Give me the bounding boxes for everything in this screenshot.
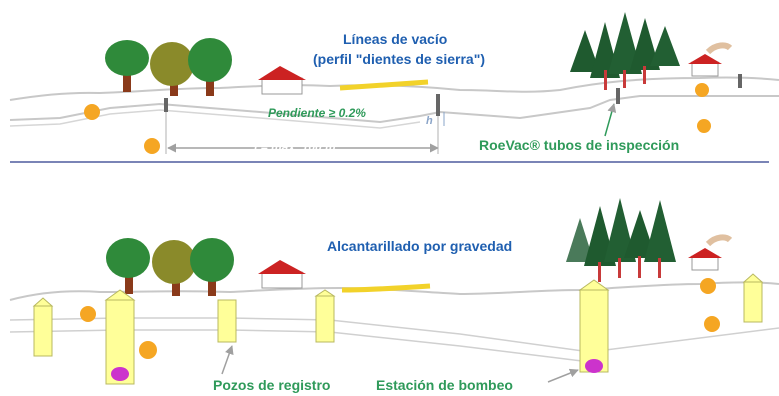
tree-icon xyxy=(152,240,196,284)
stone-icon xyxy=(80,306,96,322)
manholes-label: Pozos de registro xyxy=(213,377,331,393)
inspection-pipe xyxy=(436,94,440,116)
slope-label: Pendiente ≥ 0.2% xyxy=(268,106,366,120)
tree-icon xyxy=(106,238,150,278)
pump-icon xyxy=(111,367,129,381)
house-icon xyxy=(688,234,733,271)
inspection-tubes-label: RoeVac® tubos de inspección xyxy=(479,137,680,153)
pump-pointer xyxy=(547,368,579,383)
inspection-pipe xyxy=(616,88,620,104)
inspection-pipe xyxy=(738,74,742,88)
inspection-pipe xyxy=(164,98,168,112)
vacuum-lines-subtitle: (perfil "dientes de sierra") xyxy=(313,51,485,67)
tree-icon xyxy=(105,40,149,76)
house-icon xyxy=(688,42,733,77)
house-icon xyxy=(258,66,306,95)
stone-icon xyxy=(697,119,711,133)
gravity-pipe-lower xyxy=(9,329,591,363)
stone-icon xyxy=(704,316,720,332)
manhole-icon xyxy=(32,297,54,357)
stone-icon xyxy=(695,83,709,97)
top-panel xyxy=(9,12,779,154)
tree-icon xyxy=(190,238,234,282)
vacuum-lines-title: Líneas de vacío xyxy=(343,31,448,47)
house-icon xyxy=(258,260,306,289)
manhole-icon xyxy=(217,299,237,343)
pump-station-label: Estación de bombeo xyxy=(376,377,513,393)
stone-icon xyxy=(84,104,100,120)
inspection-pointer xyxy=(604,103,617,137)
manholes-pointer xyxy=(221,345,234,375)
road-segment xyxy=(341,283,431,293)
length-label: l = max. 100 m xyxy=(254,140,336,154)
gravity-sewer-title: Alcantarillado por gravedad xyxy=(327,238,513,254)
stone-icon xyxy=(700,278,716,294)
road-segment xyxy=(339,79,429,91)
bottom-panel xyxy=(9,198,779,385)
pump-station-icon xyxy=(104,289,136,385)
tree-group-top-left xyxy=(105,38,232,96)
tree-icon xyxy=(188,38,232,82)
height-label: h xyxy=(426,115,433,127)
pine-forest-bottom xyxy=(566,198,676,282)
tree-group-bottom-left xyxy=(106,238,234,296)
pine-forest-top xyxy=(570,12,680,90)
pump-icon xyxy=(585,359,603,373)
manhole-icon xyxy=(314,289,336,343)
vacuum-pipe xyxy=(9,95,779,124)
stone-icon xyxy=(139,341,157,359)
manhole-icon xyxy=(742,273,764,323)
pump-station-icon xyxy=(578,279,610,373)
stone-icon xyxy=(144,138,160,154)
tree-icon xyxy=(150,42,194,86)
vacuum-pipe-lower xyxy=(9,109,421,129)
